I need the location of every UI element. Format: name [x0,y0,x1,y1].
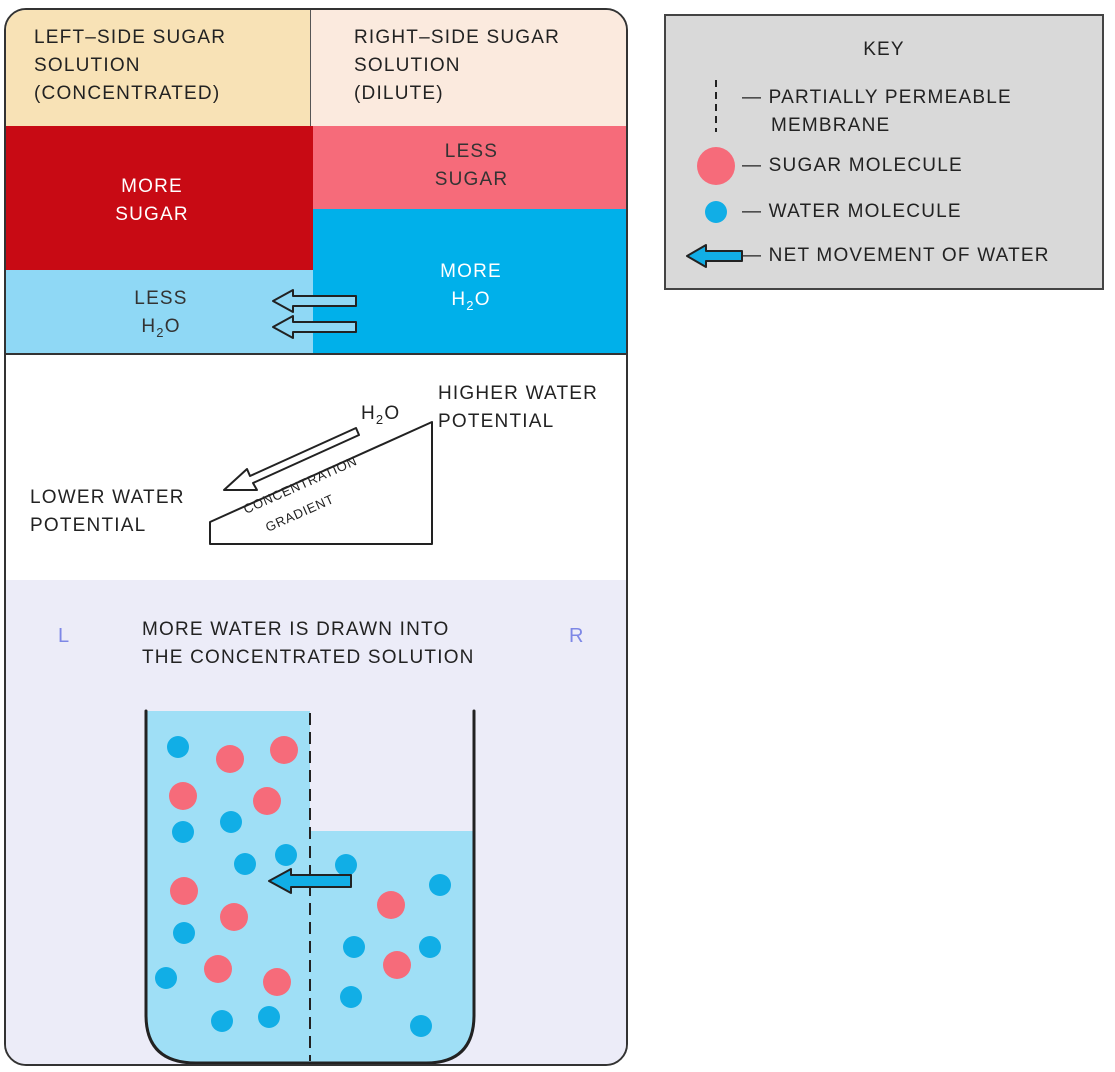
beaker-caption: MORE WATER IS DRAWN INTO THE CONCENTRATE… [142,619,475,668]
membrane-key-icon [715,80,717,132]
less-sugar-block [313,126,626,209]
lower-water-potential-label: LOWER WATER POTENTIAL [30,487,185,536]
right-header-text: RIGHT–SIDE SUGAR SOLUTION (DILUTE) [354,27,561,104]
left-side-letter: L [58,625,71,647]
water-arrow-upper [272,289,357,313]
beaker-outline [144,709,476,1064]
right-fluid [310,831,474,1063]
header-divider [310,10,311,126]
water-molecule-key-icon [705,201,727,223]
key-water-label: — WATER MOLECULE [742,201,962,222]
key-membrane-label: — PARTIALLY PERMEABLE MEMBRANE [742,87,1012,136]
key-panel: KEY — PARTIALLY PERMEABLE MEMBRANE — SUG… [664,14,1104,290]
more-sugar-block [6,126,313,270]
main-diagram-panel: LEFT–SIDE SUGAR SOLUTION (CONCENTRATED) … [4,8,628,1066]
gradient-wedge [209,421,433,545]
right-side-letter: R [569,625,585,647]
less-sugar-label: LESS SUGAR [434,141,509,190]
dilute-header [311,10,626,126]
water-movement-arrows [272,289,357,339]
beaker-diagram [144,709,476,1064]
more-water-label: MORE H2O [440,261,502,313]
net-movement-arrow-key-icon [686,244,743,268]
key-sugar-label: — SUGAR MOLECULE [742,155,963,176]
more-water-block [313,209,626,354]
gradient-h2o-label: H2O [361,403,401,427]
beaker-net-movement-arrow [268,868,352,894]
less-water-label: LESS H2O [134,288,188,340]
water-arrow-lower [272,315,357,339]
concentration-gradient-diagram: CONCENTRATION GRADIENT [209,421,433,545]
more-sugar-label: MORE SUGAR [115,176,189,225]
top-section-bottom-border [6,353,626,355]
left-header-text: LEFT–SIDE SUGAR SOLUTION (CONCENTRATED) [34,27,227,104]
concentrated-header [6,10,311,126]
sugar-molecule-key-icon [697,147,735,185]
water-molecules [155,736,451,1037]
key-title: KEY [863,39,905,60]
less-water-block [6,270,313,354]
higher-water-potential-label: HIGHER WATER POTENTIAL [438,383,599,432]
sugar-molecules [169,736,411,996]
gradient-arrow [223,427,360,491]
key-movement-label: — NET MOVEMENT OF WATER [742,245,1050,266]
